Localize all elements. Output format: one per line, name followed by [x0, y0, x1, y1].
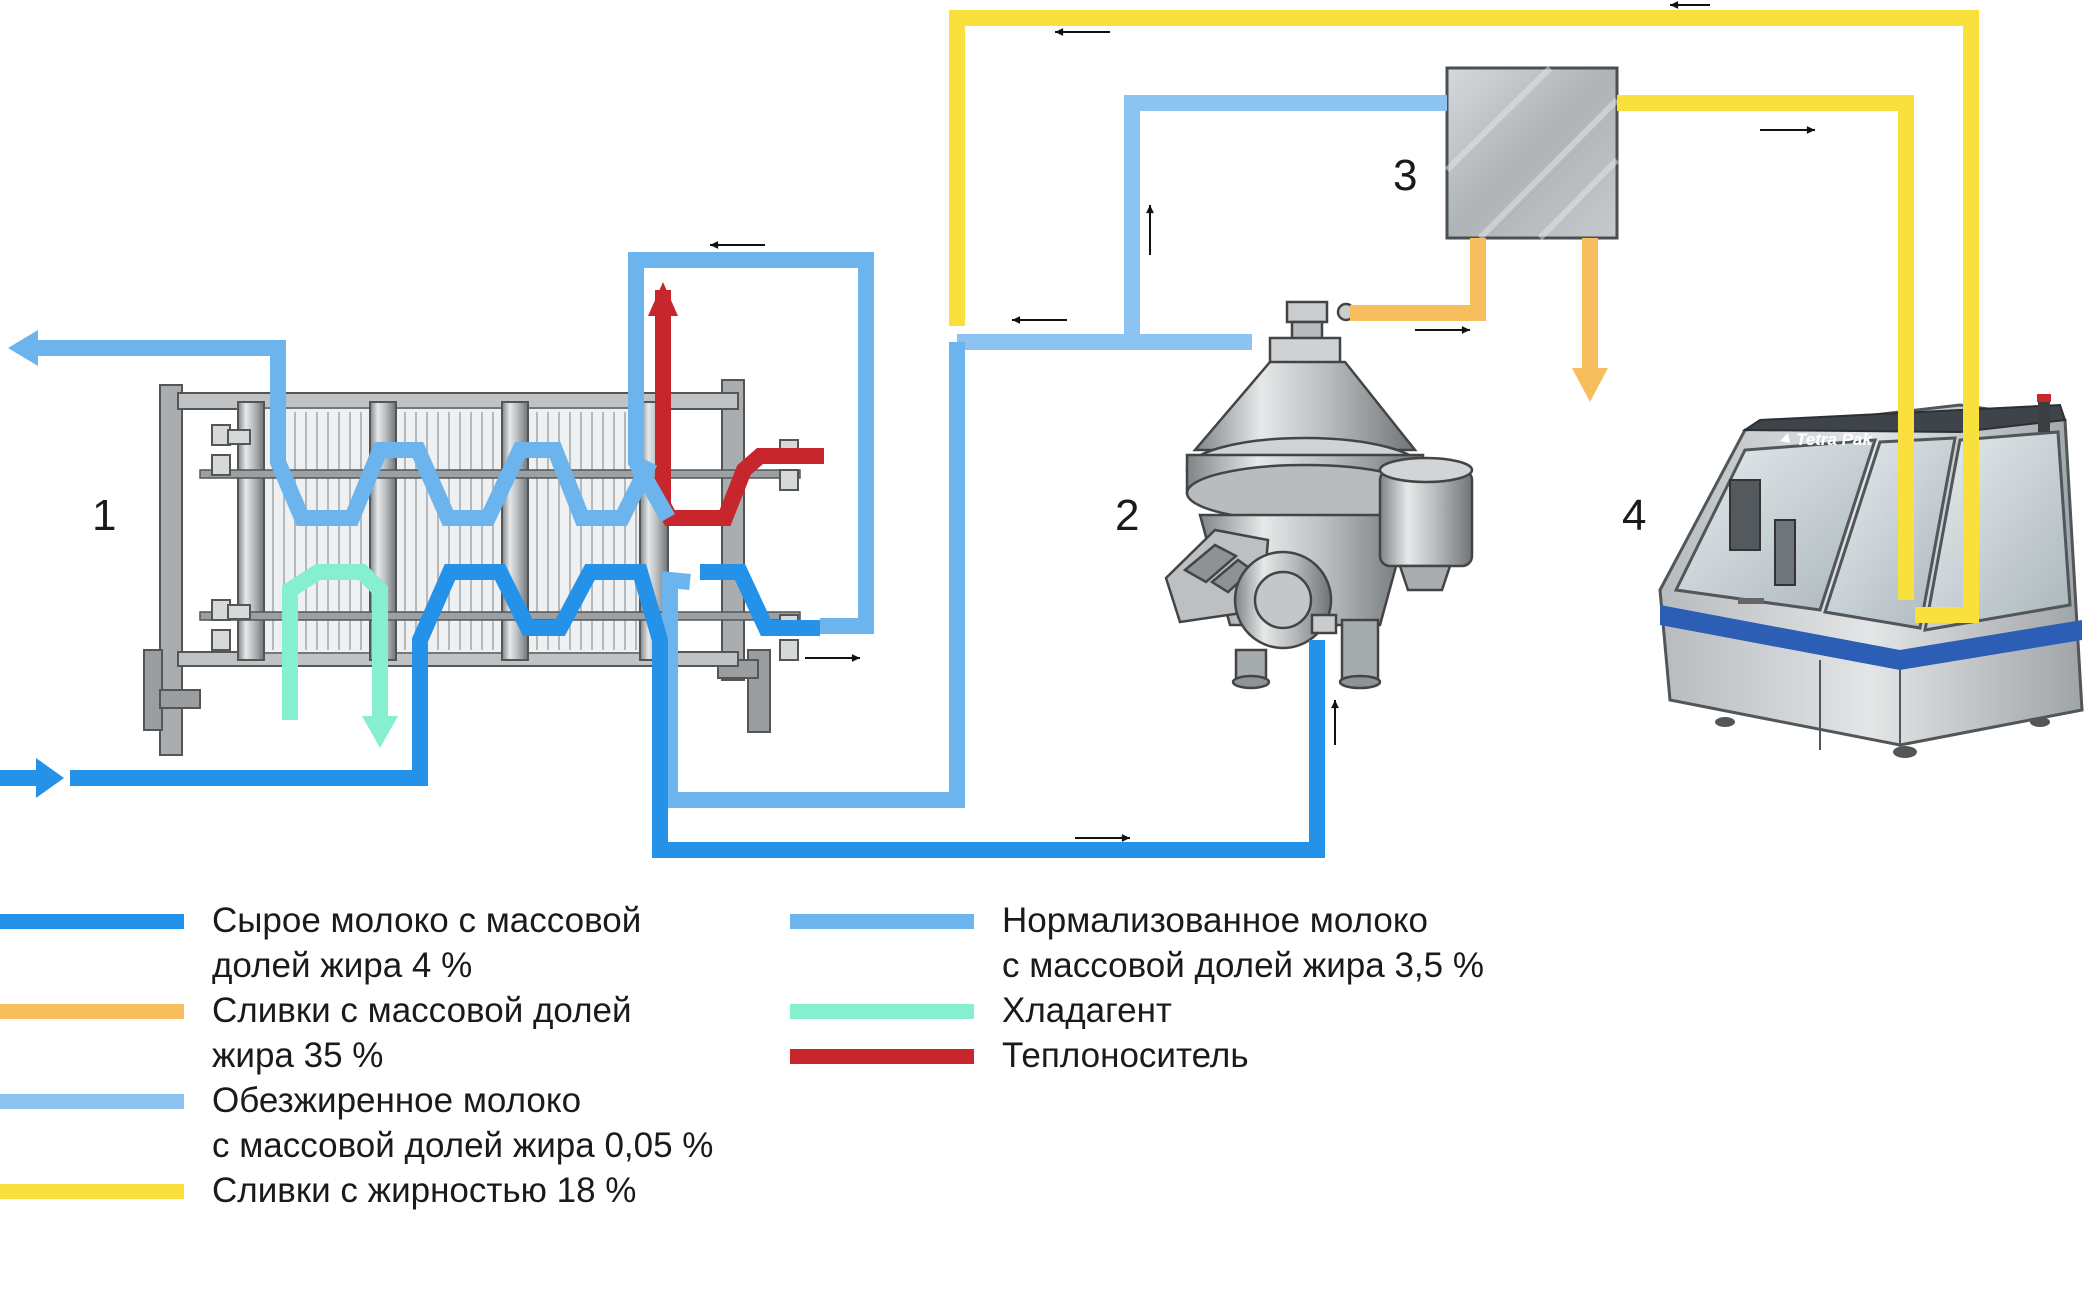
- legend-swatch: [790, 914, 974, 929]
- normalized-outlet-tail: [38, 340, 80, 356]
- raw-inlet-arrow-icon: [0, 758, 64, 798]
- pipe-cream18-return: [949, 10, 1979, 623]
- flow-direction-arrow: [1331, 700, 1339, 745]
- legend-label: Обезжиренное молоко с массовой долей жир…: [212, 1081, 714, 1165]
- unit-number-heat-exchanger: 1: [92, 491, 116, 540]
- legend-label: Теплоноситель: [1002, 1036, 1249, 1075]
- flow-direction-arrow: [1760, 126, 1815, 134]
- flow-direction-arrow: [1146, 205, 1154, 255]
- flow-direction-arrow: [1075, 834, 1130, 842]
- legend-swatch: [790, 1004, 974, 1019]
- tetra-pak-logo-icon: [1780, 433, 1790, 443]
- legend-swatch: [790, 1049, 974, 1064]
- standardization-unit: [1444, 65, 1620, 241]
- flow-direction-arrow: [1670, 1, 1710, 9]
- flow-direction-arrow: [805, 654, 860, 662]
- unit-number-standardizer: 3: [1393, 151, 1417, 200]
- pipe-cream18-from-unit3: [1617, 95, 1914, 600]
- pipe-cream35-from-separator: [1350, 238, 1486, 321]
- legend-swatch: [0, 914, 184, 929]
- unit-number-homogenizer: 4: [1622, 491, 1646, 540]
- legend-label: Хладагент: [1002, 991, 1172, 1030]
- flow-direction-arrow: [1012, 316, 1067, 324]
- plate-heat-exchanger: [143, 379, 801, 756]
- legend-label: Нормализованное молоко с массовой долей …: [1002, 901, 1484, 985]
- legend-swatch: [0, 1094, 184, 1109]
- homogenizer-brand-label: Tetra Pak: [1796, 430, 1873, 449]
- normalized-outlet-arrow-icon: [8, 330, 38, 366]
- centrifugal-separator: [1164, 300, 1474, 690]
- pipe-coolant-left: [282, 564, 388, 720]
- flow-direction-arrow: [1055, 28, 1110, 36]
- legend-swatch: [0, 1004, 184, 1019]
- pipe-skim-to-unit3: [1124, 95, 1447, 340]
- pipe-raw-in: [70, 564, 1325, 858]
- homogenizer: Tetra Pak: [1658, 394, 2084, 758]
- coolant-outlet-arrow-icon: [362, 716, 398, 748]
- legend-label: Сырое молоко с массовой долей жира 4 %: [212, 901, 642, 985]
- legend-swatch: [0, 1184, 184, 1199]
- pipe-normalized-to-homogenizer: [662, 342, 965, 808]
- flow-direction-arrow: [710, 241, 765, 249]
- legend-label: Сливки с жирностью 18 %: [212, 1171, 637, 1210]
- flow-direction-arrow: [1415, 326, 1470, 334]
- heating-outlet-arrow-icon: [648, 282, 678, 316]
- legend-label: Сливки с массовой долей жира 35 %: [212, 991, 632, 1075]
- unit-number-separator: 2: [1115, 491, 1139, 540]
- pipe-raw-hx-mid: [700, 564, 820, 636]
- cream35-outlet-arrow-icon: [1572, 368, 1608, 402]
- pipe-normalized-out: [80, 340, 658, 526]
